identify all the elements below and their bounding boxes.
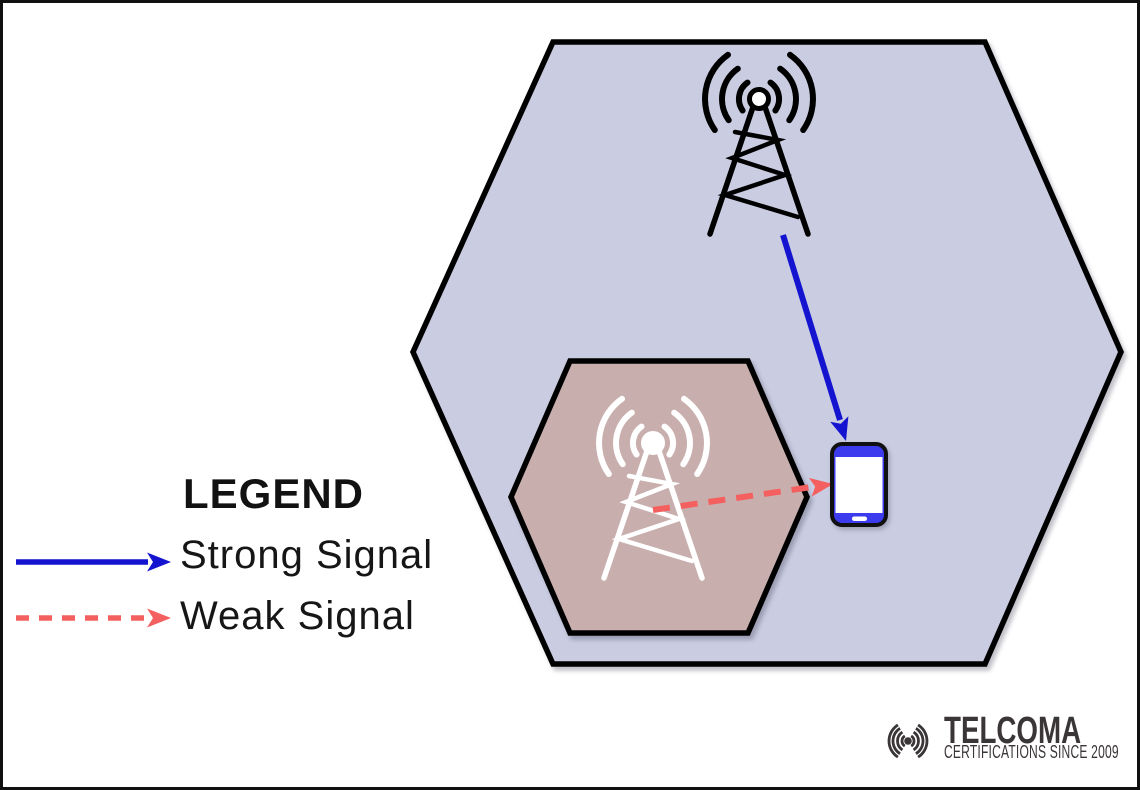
arrowhead — [808, 477, 833, 497]
brand-logo: TELCOMA CERTIFICATIONS SINCE 2009 — [876, 710, 1119, 774]
small-cell-hexagon — [508, 358, 810, 636]
legend-heading: LEGEND — [183, 470, 365, 517]
radio-signal-icon — [887, 723, 929, 759]
phone-home-button — [852, 516, 867, 521]
strong-signal-legend-arrow — [16, 552, 171, 572]
arrowhead — [147, 608, 171, 628]
strong-signal-arrow — [780, 234, 849, 441]
weak-signal-legend-arrow — [16, 608, 171, 628]
legend-label-strong-signal: Strong Signal — [180, 533, 434, 577]
arrowhead — [830, 416, 849, 441]
phone-screen — [835, 457, 883, 513]
arrowhead — [147, 552, 171, 572]
legend-label-weak-signal: Weak Signal — [180, 594, 415, 638]
brand-tagline: CERTIFICATIONS SINCE 2009 — [944, 742, 1119, 762]
brand-name: TELCOMA — [944, 710, 1082, 752]
weak-signal-arrow — [652, 477, 833, 513]
smartphone-icon — [830, 442, 888, 527]
